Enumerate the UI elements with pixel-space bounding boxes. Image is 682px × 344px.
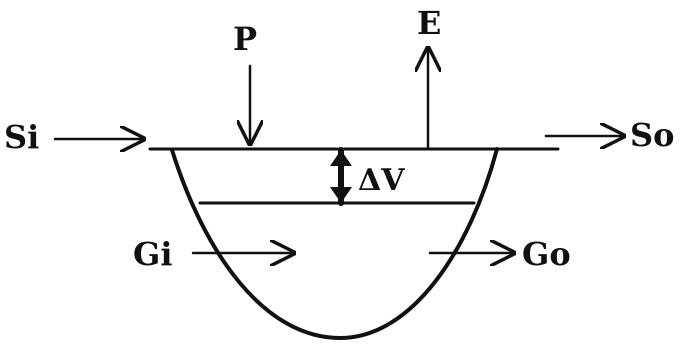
surface-outflow-label: So xyxy=(630,116,674,154)
evaporation-label: E xyxy=(417,4,441,42)
groundwater-outflow-label: Go xyxy=(522,235,571,273)
storage-change-arrow-head-top xyxy=(330,150,352,166)
basin-outline xyxy=(170,147,499,340)
groundwater-inflow-label: Gi xyxy=(133,235,172,273)
surface-inflow-label: Si xyxy=(4,118,39,156)
storage-change-label: ΔV xyxy=(358,163,405,198)
storage-change-arrow-head-bottom xyxy=(330,187,352,203)
precipitation-label: P xyxy=(233,20,257,58)
